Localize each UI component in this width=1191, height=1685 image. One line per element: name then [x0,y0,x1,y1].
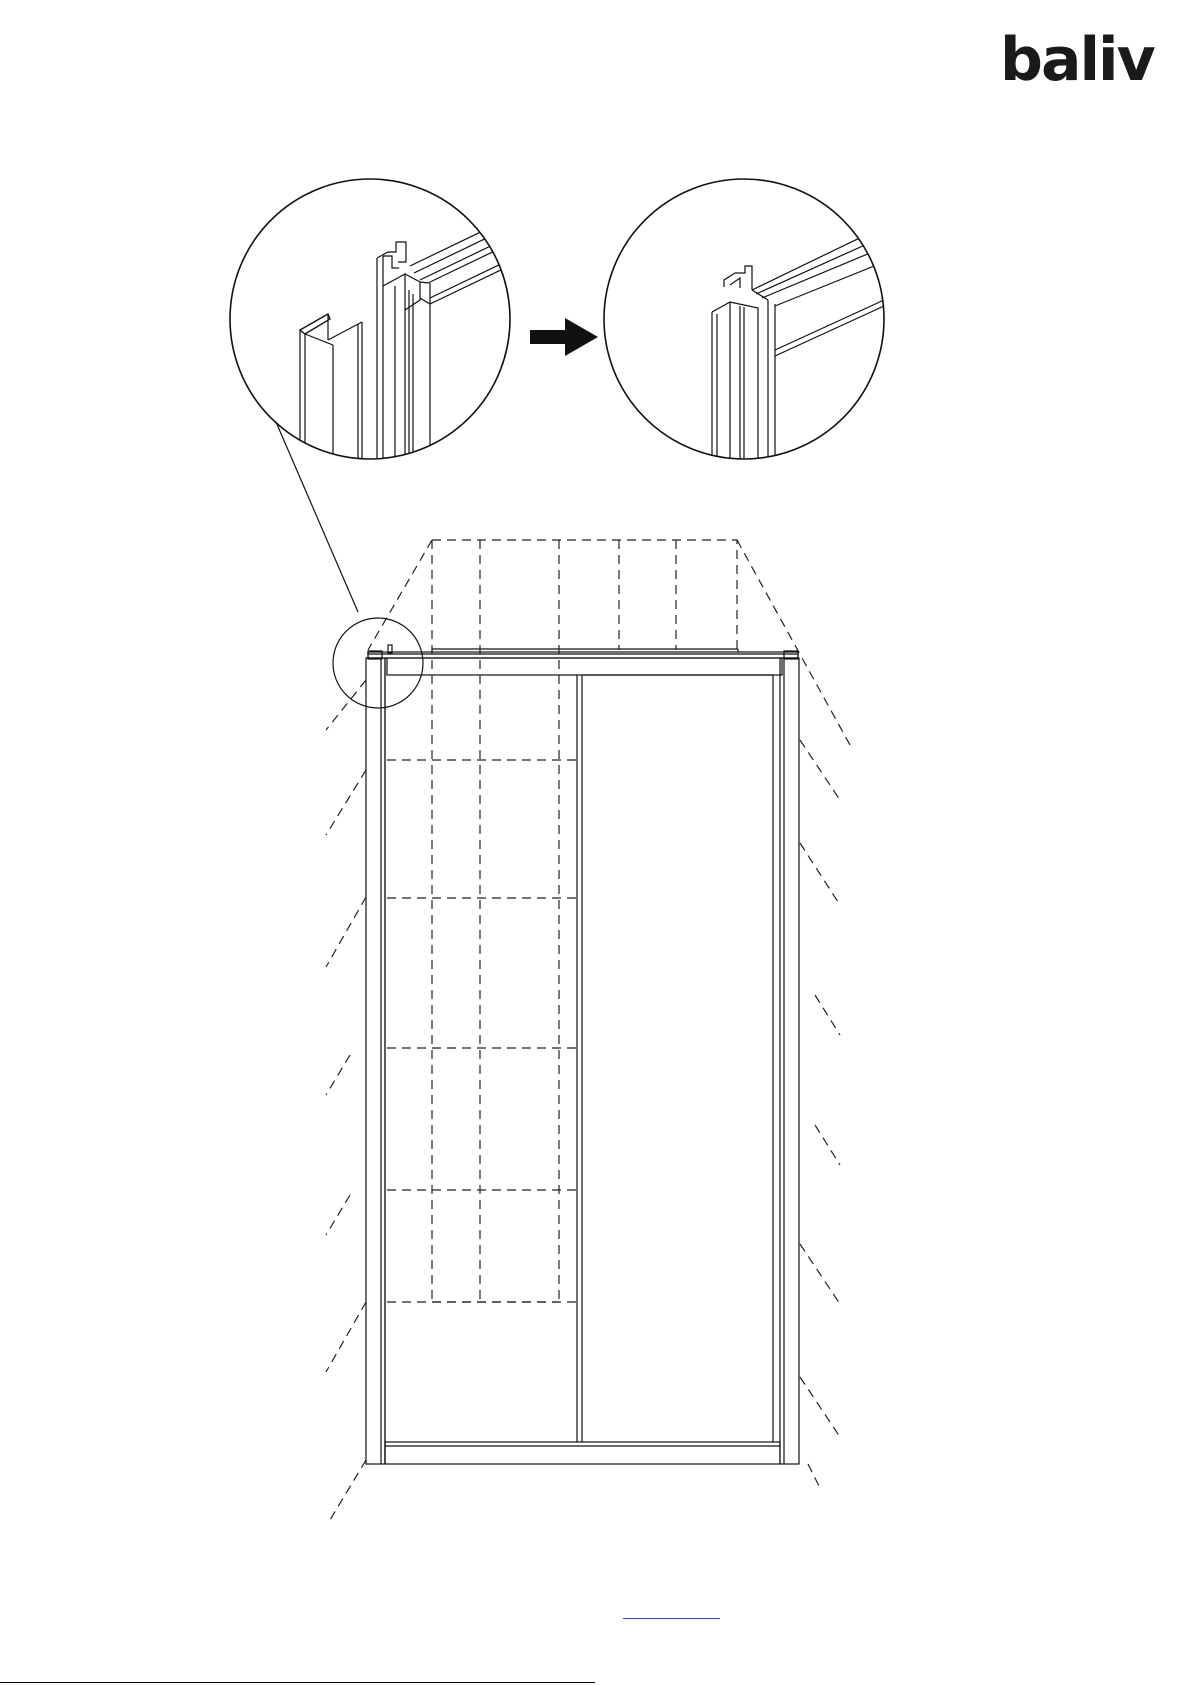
zoom-circle-marker-icon [333,618,423,708]
left-hidden-guides [326,680,366,1520]
zoom-circle-before-icon [230,179,510,459]
right-hidden-guides [800,740,840,1488]
detail-before [230,179,532,470]
detail-leader-line [276,422,358,612]
footer-rule [0,1682,595,1683]
arrow-right-icon [530,318,598,356]
shower-enclosure-elevation [326,540,850,1520]
footer-link[interactable] [623,1604,720,1619]
detail-after [604,179,884,470]
